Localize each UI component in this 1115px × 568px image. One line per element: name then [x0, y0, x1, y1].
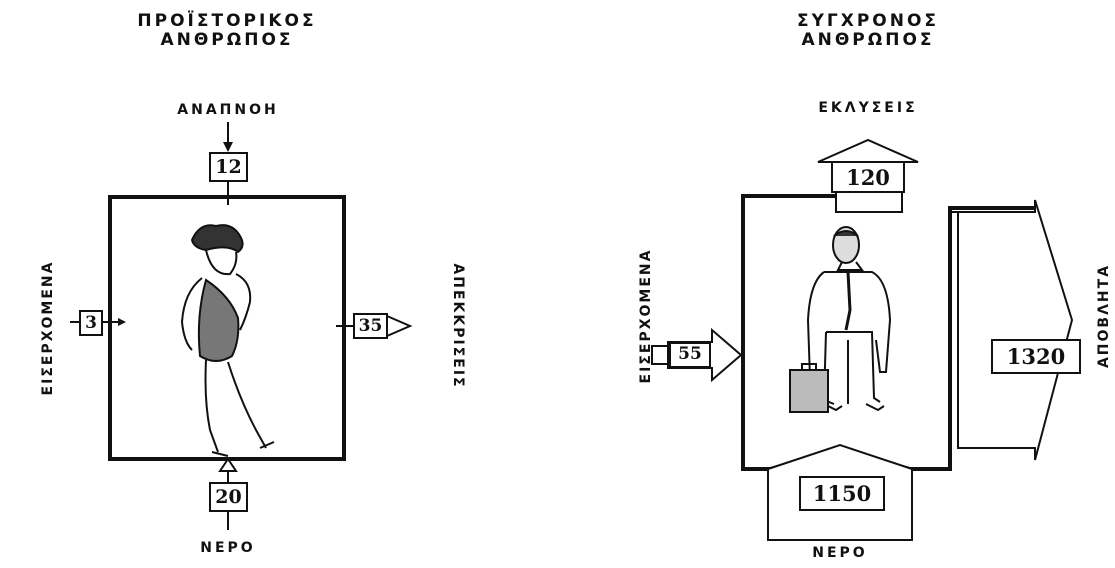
prehistoric-top-label: ΑΝΑΠΝΟΗ	[148, 102, 308, 118]
modern-title-line1: ΣΥΓΧΡΟΝΟΣ	[748, 12, 988, 31]
modern-left-value: 55	[670, 344, 710, 364]
modern-top-value: 120	[832, 165, 904, 190]
prehistoric-top-value: 12	[210, 156, 247, 178]
modern-right-label: ΑΠΟΒΛΗΤΑ	[1096, 256, 1115, 376]
modern-title: ΣΥΓΧΡΟΝΟΣ ΑΝΘΡΩΠΟΣ	[748, 12, 988, 50]
prehistoric-figure	[182, 225, 274, 456]
prehistoric-top-arrowhead	[223, 142, 233, 152]
prehistoric-right-label: ΑΠΕΚΚΡΙΣΕΙΣ	[446, 256, 466, 396]
prehistoric-right-arrowhead	[387, 316, 410, 336]
modern-system	[652, 140, 1080, 540]
prehistoric-left-label: ΕΙΣΕΡΧΟΜΕΝΑ	[40, 258, 60, 398]
modern-bottom-label: ΝΕΡΟ	[780, 545, 900, 561]
prehistoric-title-line2: ΑΝΘΡΩΠΟΣ	[100, 31, 354, 50]
modern-title-line2: ΑΝΘΡΩΠΟΣ	[748, 31, 988, 50]
modern-top-label: ΕΚΛΥΣΕΙΣ	[788, 100, 948, 116]
modern-figure	[790, 227, 890, 412]
prehistoric-bottom-value: 20	[210, 486, 247, 508]
prehistoric-left-arrowhead	[118, 318, 126, 326]
modern-bottom-value: 1150	[800, 481, 884, 506]
prehistoric-right-value: 35	[354, 316, 387, 336]
modern-right-arrow	[950, 200, 1072, 460]
prehistoric-left-value: 3	[80, 313, 102, 333]
modern-left-label: ΕΙΣΕΡΧΟΜΕΝΑ	[638, 246, 658, 386]
modern-right-value: 1320	[992, 344, 1080, 369]
prehistoric-title-line1: ΠΡΟΪΣΤΟΡΙΚΟΣ	[100, 12, 354, 31]
prehistoric-title: ΠΡΟΪΣΤΟΡΙΚΟΣ ΑΝΘΡΩΠΟΣ	[100, 12, 354, 50]
prehistoric-bottom-label: ΝΕΡΟ	[168, 540, 288, 556]
